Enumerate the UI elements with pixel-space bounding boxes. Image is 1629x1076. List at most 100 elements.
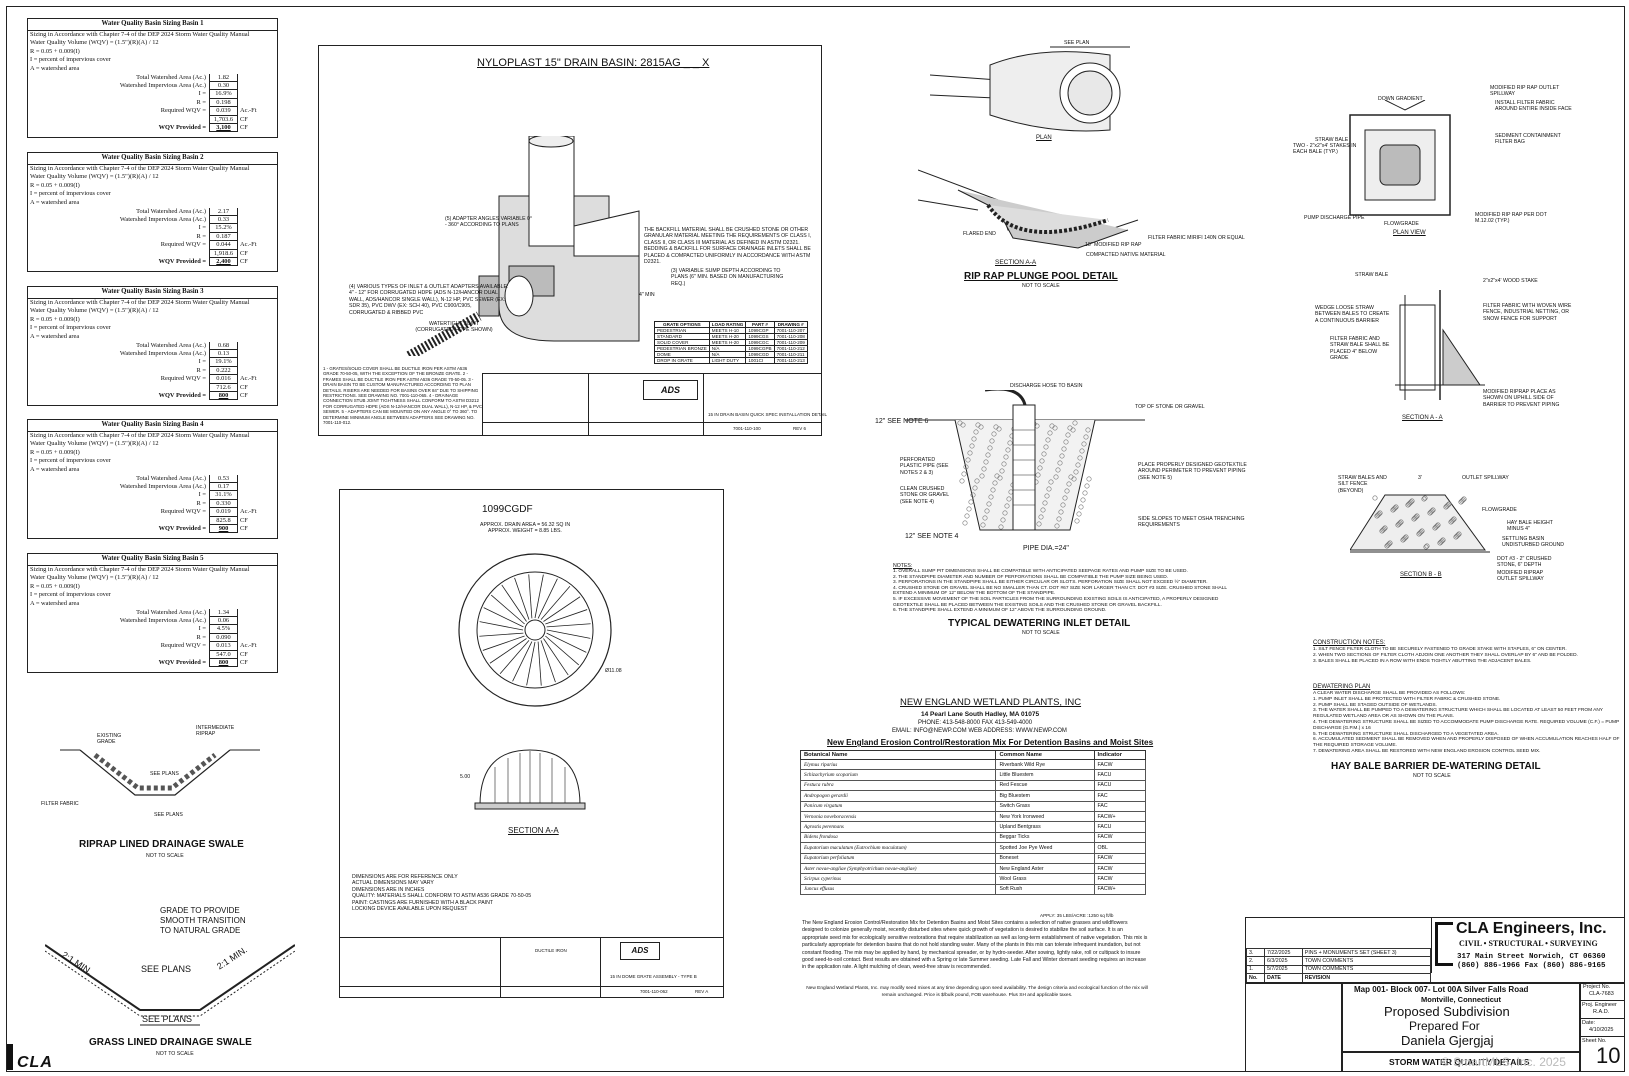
top-of-stone: TOP OF STONE OR GRAVEL bbox=[1135, 404, 1205, 410]
riprap-size: 18" MODIFIED RIP RAP bbox=[1085, 242, 1142, 248]
plan-label: PLAN bbox=[1036, 135, 1052, 141]
town: Montville, Connecticut bbox=[1421, 995, 1502, 1004]
basin-line4: I = percent of impervious cover bbox=[30, 190, 111, 198]
basin-line4: I = percent of impervious cover bbox=[30, 457, 111, 465]
outlet-spillway-b: OUTLET SPILLWAY bbox=[1462, 475, 1509, 481]
dewatering-plan-note: 6. ACCUMULATED SEDIMENT SHALL BE REMOVED… bbox=[1313, 737, 1620, 749]
basin-line2: Water Quality Volume (WQV) = (1.5")(R)(A… bbox=[30, 39, 159, 47]
section-aa-label: SECTION A-A bbox=[995, 259, 1037, 266]
basin-row: I =15.2% bbox=[30, 224, 275, 233]
dim-3ft: 3' bbox=[1418, 475, 1422, 481]
dewatering-plan-head: DEWATERING PLAN bbox=[1313, 684, 1371, 690]
basin-row: Watershed Impervious Area (Ac.)0.13 bbox=[30, 349, 275, 359]
plunge-pool-nts: NOT TO SCALE bbox=[1022, 283, 1060, 289]
seed-row: Aster novae-angliae (Symphyotrichum nova… bbox=[799, 862, 1146, 875]
basin-line3: R = 0.05 + 0.009(I) bbox=[30, 315, 80, 323]
sheet-number: 10 bbox=[1596, 1043, 1621, 1068]
basin-title: Water Quality Basin Sizing Basin 4 bbox=[28, 420, 277, 432]
plan-view-label: PLAN VIEW bbox=[1393, 230, 1426, 236]
dome-tb-title: 15 IN DOME GRATE ASSEMBLY - TYPE B bbox=[610, 974, 697, 979]
apply-rate: APPLY: 35 LBS/ACRE :1250 sq ft/lb bbox=[1040, 913, 1114, 918]
basin-line4: I = percent of impervious cover bbox=[30, 591, 111, 599]
placed-below: FILTER FABRIC AND STRAW BALE SHALL BE PL… bbox=[1330, 336, 1390, 362]
straw-bale: STRAW BALE bbox=[1315, 137, 1349, 143]
dewatering-plan-note: 5. THE DEWATERING STRUCTURE SHALL DISCHA… bbox=[1313, 731, 1499, 737]
settling-basin: SETTLING BASIN UNDISTURBED GROUND bbox=[1502, 536, 1564, 549]
dome-material: DUCTILE IRON bbox=[535, 948, 567, 953]
riprap-swale-drawing bbox=[60, 749, 260, 796]
dome-note: LOCKING DEVICE AVAILABLE UPON REQUEST bbox=[352, 906, 468, 913]
dome-note: DIMENSIONS ARE FOR REFERENCE ONLY bbox=[352, 874, 458, 880]
grass-swale-drawing bbox=[45, 944, 295, 1026]
see-plans-4: SEE PLANS bbox=[142, 1014, 193, 1024]
prepared-for: Prepared For bbox=[1409, 1019, 1480, 1033]
nyloplast-note-adapters: (4) VARIOUS TYPES OF INLET & OUTLET ADAP… bbox=[349, 284, 509, 316]
mix-footer: New England Wetland Plants, Inc. may mod… bbox=[806, 986, 1148, 998]
basin-line3: R = 0.05 + 0.009(I) bbox=[30, 47, 80, 55]
pump-pipe: PUMP DISCHARGE PIPE bbox=[1304, 215, 1365, 221]
clean-stone: CLEAN CRUSHED STONE OR GRAVEL (SEE NOTE … bbox=[900, 486, 949, 505]
date-label: Date: bbox=[1582, 1020, 1596, 1026]
basin-title: Water Quality Basin Sizing Basin 3 bbox=[28, 287, 277, 299]
outlet-spillway-label: MODIFIED RIP RAP OUTLET SPILLWAY bbox=[1490, 85, 1560, 98]
nyloplast-drain-basin-detail: NYLOPLAST 15" DRAIN BASIN: 2815AG _ _ X … bbox=[318, 45, 827, 436]
nyloplast-notes: 1 - GRATES/SOLID COVER SHALL BE DUCTILE … bbox=[323, 366, 483, 426]
basin-row: Total Watershed Area (Ac.)1.82 bbox=[30, 73, 275, 82]
sediment-bag: SEDIMENT CONTAINMENT FILTER BAG bbox=[1495, 133, 1561, 146]
section-a-label: SECTION A - A bbox=[1402, 415, 1443, 421]
see-plans-3: SEE PLANS bbox=[141, 964, 192, 974]
down-gradient: DOWN GRADIENT bbox=[1378, 96, 1423, 102]
firm-name: CLA Engineers, Inc. bbox=[1456, 920, 1607, 937]
perforated-pipe: PERFORATED PLASTIC PIPE (SEE NOTES 2 & 3… bbox=[900, 457, 949, 476]
sheet-label: Sheet No. bbox=[1582, 1038, 1607, 1044]
flared-end: FLARED END bbox=[963, 231, 996, 237]
engineer-label: Proj. Engineer bbox=[1582, 1002, 1617, 1008]
dewatering-title: TYPICAL DEWATERING INLET DETAIL bbox=[948, 618, 1131, 629]
basin-row: R =0.198 bbox=[30, 98, 275, 108]
hay-bale-title: HAY BALE BARRIER DE-WATERING DETAIL bbox=[1331, 761, 1541, 772]
construction-head: CONSTRUCTION NOTES: bbox=[1313, 640, 1386, 646]
plunge-pool-title: RIP RAP PLUNGE POOL DETAIL bbox=[964, 271, 1118, 282]
bale-height: HAY BALE HEIGHT MINUS 4" bbox=[1507, 520, 1553, 533]
basin-row: Watershed Impervious Area (Ac.)0.17 bbox=[30, 482, 275, 492]
nyloplast-tb-title: 15 IN DRAIN BASIN QUICK SPEC INSTALLATIO… bbox=[708, 412, 828, 417]
stakes: TWO - 2"x2"x4' STAKES IN EACH BALE (TYP.… bbox=[1293, 143, 1357, 156]
filter-fabric-label: FILTER FABRIC MIRIFI 140N OR EQUAL bbox=[1148, 235, 1245, 241]
dewatering-section bbox=[905, 390, 1145, 531]
basin-row: R =0.222 bbox=[30, 366, 275, 376]
dome-drain-area: APPROX. DRAIN AREA = 56.32 SQ IN bbox=[480, 522, 571, 528]
basin-row: Total Watershed Area (Ac.)0.68 bbox=[30, 341, 275, 350]
basin-line3: R = 0.05 + 0.009(I) bbox=[30, 582, 80, 590]
basin-line2: Water Quality Volume (WQV) = (1.5")(R)(A… bbox=[30, 307, 159, 315]
nyloplast-dwg: 7001-110-100 bbox=[733, 426, 761, 431]
nyloplast-title-block: ADS 15 IN DRAIN BASIN QUICK SPEC INSTALL… bbox=[482, 373, 827, 436]
basin-line5: A = watershed area bbox=[30, 465, 80, 473]
dewatering-note: 6. THE STANDPIPE SHALL EXTEND A MINIMUM … bbox=[893, 608, 1107, 614]
project-label: Project No. bbox=[1583, 984, 1611, 990]
drain-basin-illustration bbox=[406, 136, 640, 356]
basin-title: Water Quality Basin Sizing Basin 5 bbox=[28, 554, 277, 566]
dome-title-block: DUCTILE IRON ADS 15 IN DOME GRATE ASSEMB… bbox=[340, 937, 723, 998]
